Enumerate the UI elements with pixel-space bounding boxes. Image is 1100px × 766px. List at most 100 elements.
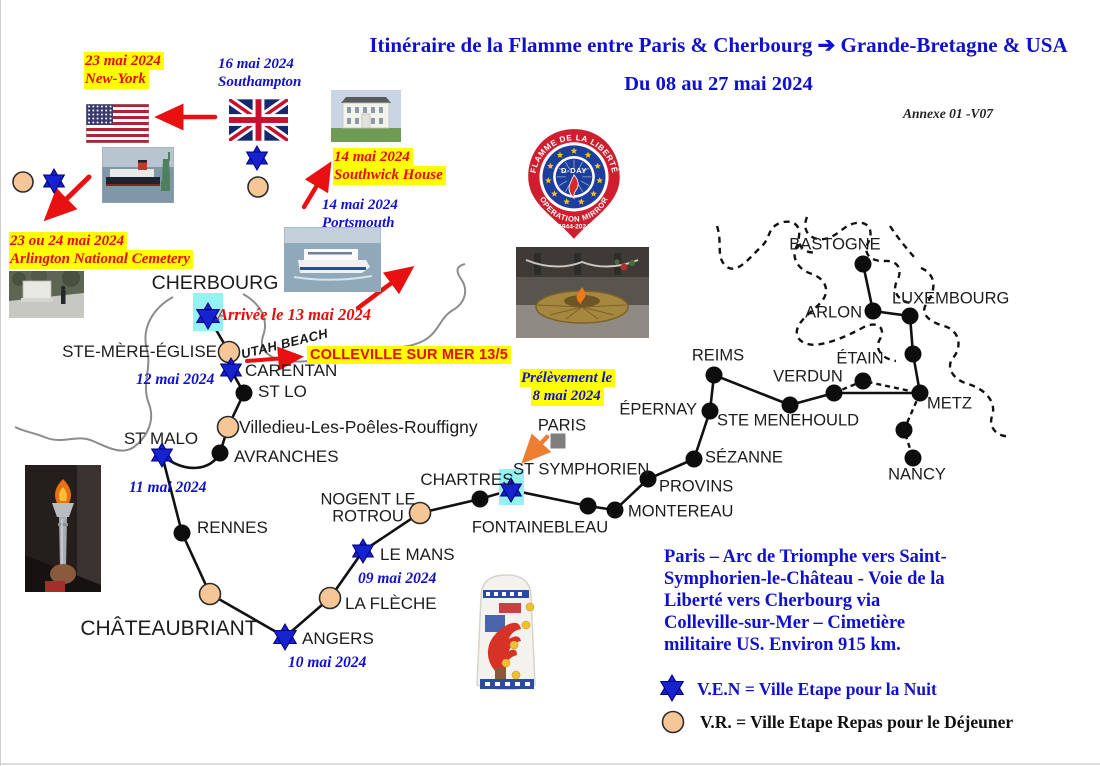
marker-paris: [550, 433, 566, 449]
arrow-to-southwick: [301, 161, 332, 210]
city-label-arlon: ARLON: [805, 303, 862, 322]
marker-rennes: [173, 524, 191, 542]
arrows: [43, 103, 552, 464]
marker-uk-star: [245, 145, 269, 171]
callout-new-york-date: 23 mai 2024: [84, 52, 164, 71]
photo-eternal-flame-monument: [516, 247, 649, 338]
marker-provins: [639, 470, 657, 488]
marker-st-lo: [235, 384, 253, 402]
route-summary: Paris – Arc de Triomphe vers Saint- Symp…: [664, 547, 947, 655]
arrow-to-arlington: [43, 174, 92, 222]
route-dashed-etain: [833, 379, 921, 395]
city-label-ste-mere-eglise: STE-MÈRE-ÉGLISE: [62, 342, 217, 362]
marker-montereau: [606, 501, 624, 519]
city-label-reims: REIMS: [691, 346, 745, 365]
marker-angers: [272, 623, 298, 651]
callout-new-york-place: New-York: [84, 70, 149, 89]
marker-la-fleche: [318, 586, 342, 610]
callout-portsmouth-date: 14 mai 2024: [322, 197, 398, 213]
marker-luxembourg: [901, 307, 919, 325]
city-label-avranches: AVRANCHES: [234, 447, 339, 467]
night-star-glyph: [659, 674, 685, 702]
city-label-st-lo: ST LO: [258, 382, 307, 402]
callout-new-york: 23 mai 2024 New-York: [84, 52, 164, 89]
photo-ship-statue-of-liberty: [102, 147, 174, 203]
city-label-etain: ÉTAIN: [836, 349, 884, 368]
city-label-le-mans: LE MANS: [380, 545, 455, 565]
city-label-st-malo: ST MALO: [123, 429, 199, 449]
photo-liberty-torch: [25, 465, 101, 592]
city-label-epernay: ÉPERNAY: [619, 400, 697, 419]
marker-reims: [705, 366, 723, 384]
city-label-cherbourg: CHERBOURG: [151, 271, 279, 294]
marker-metz: [911, 384, 929, 402]
photo-southwick-house: [331, 90, 401, 142]
legend-meal-label: V.R. = Ville Etape Repas pour le Déjeune…: [700, 712, 1014, 732]
city-label-paris: PARIS: [537, 416, 587, 435]
marker-fontainebleau: [579, 497, 597, 515]
marker-ste-menehould: [781, 396, 799, 414]
callout-southwick-date: 14 mai 2024: [333, 148, 413, 167]
marker-le-mans: [351, 538, 375, 564]
city-label-provins: PROVINS: [659, 477, 734, 496]
date-09-mai: 09 mai 2024: [358, 570, 437, 587]
marker-ste-mere-eglise: [217, 340, 241, 364]
callout-southwick-place: Southwick House: [333, 166, 446, 185]
marker-bastogne: [854, 255, 872, 273]
callout-portsmouth: 14 mai 2024 Portsmouth: [321, 196, 401, 233]
marker-ny-star: [42, 168, 66, 194]
usa-flag: [86, 104, 149, 143]
marker-uk-meal: [247, 176, 269, 198]
date-10-mai: 10 mai 2024: [288, 654, 367, 671]
photo-arlington-tomb: [9, 271, 84, 318]
marker-villedieu: [216, 415, 240, 439]
callout-southampton-date: 16 mai 2024: [218, 56, 294, 72]
marker-arlon: [864, 302, 882, 320]
callout-southampton: 16 mai 2024 Southampton: [217, 55, 304, 92]
callout-prelevement-line2: 8 mai 2024: [531, 387, 604, 406]
svg-text:D-DAY: D-DAY: [561, 166, 587, 175]
city-label-angers: ANGERS: [302, 629, 374, 649]
city-label-villedieu: Villedieu-Les-Poêles-Rouffigny: [239, 416, 478, 437]
city-label-nogent-le-rotrou: NOGENT LE ROTROU: [320, 490, 416, 526]
marker-cherbourg: [195, 302, 221, 330]
legend-night-icon: [657, 673, 687, 703]
marker-ny-meal: [12, 171, 34, 193]
callout-prelevement-line1: Prélèvement le: [520, 369, 616, 388]
callout-arlington-place: Arlington National Cemetery: [9, 250, 194, 269]
marker-carentan: [219, 357, 243, 383]
marker-wp-metz-lux: [904, 345, 922, 363]
city-label-chartres: CHARTRES: [420, 470, 514, 490]
date-12-mai: 12 mai 2024: [136, 371, 215, 388]
marker-wp-metz-nancy: [895, 421, 913, 439]
city-label-metz: METZ: [927, 394, 972, 413]
marker-avranches: [211, 444, 229, 462]
date-11-mai: 11 mai 2024: [129, 479, 207, 496]
city-label-luxembourg: LUXEMBOURG: [892, 289, 1010, 308]
marker-nogent-le-rotrou: [408, 501, 432, 525]
city-label-verdun: VERDUN: [773, 367, 843, 386]
city-label-st-symphorien: ST SYMPHORIEN: [513, 460, 650, 479]
arrow-cherbourg-to-ferry: [355, 265, 415, 311]
city-label-chateaubriant: CHÂTEAUBRIANT: [80, 616, 258, 640]
svg-text:1944-2024: 1944-2024: [558, 224, 590, 231]
uk-flag: [229, 99, 288, 141]
photo-liberty-road-milestone: [463, 567, 549, 700]
city-label-ste-menehould: STE MENEHOULD: [716, 411, 860, 430]
city-label-la-fleche: LA FLÈCHE: [345, 594, 437, 614]
legend-meal-icon: [660, 709, 686, 735]
callout-portsmouth-place: Portsmouth: [322, 215, 395, 232]
city-label-carentan: CARENTAN: [245, 361, 338, 381]
country-borders: [715, 216, 1012, 438]
marker-sezanne: [685, 450, 703, 468]
marker-verdun: [825, 384, 843, 402]
city-label-rennes: RENNES: [197, 518, 268, 538]
callout-arlington: 23 ou 24 mai 2024 Arlington National Cem…: [9, 232, 194, 269]
city-label-montereau: MONTEREAU: [628, 502, 734, 521]
marker-epernay: [701, 402, 719, 420]
arrow-paris-to-st-symphorien: [521, 433, 552, 464]
callout-southwick: 14 mai 2024 Southwick House: [333, 148, 446, 185]
page-subtitle: Du 08 au 27 mai 2024: [624, 73, 813, 95]
